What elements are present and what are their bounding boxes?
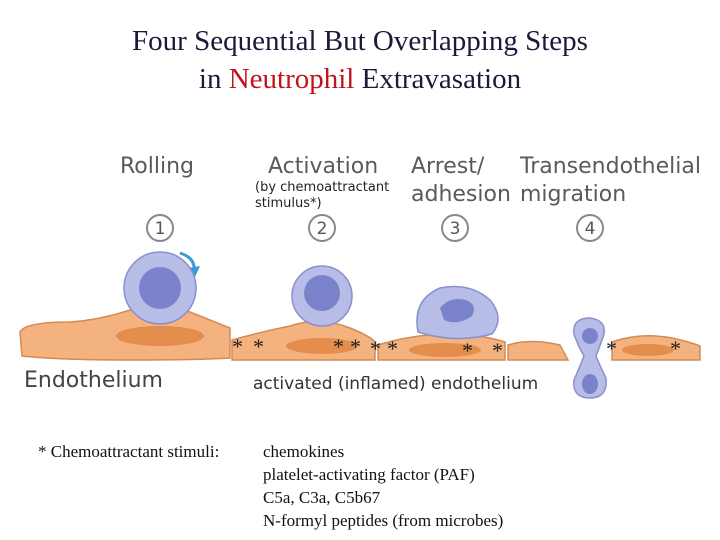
footnote-item: chemokines xyxy=(263,442,345,461)
asterisk-1: * xyxy=(232,334,243,359)
footnote: * Chemoattractant stimuli: chemokines pl… xyxy=(38,440,503,530)
endothelial-nucleus-right xyxy=(622,344,674,356)
asterisk-10: * xyxy=(670,336,681,361)
step-2-note: (by chemoattractant stimulus*) xyxy=(255,180,390,211)
title-line-2-pre: in xyxy=(198,63,229,95)
step-4-label-line-1: Transendothelial xyxy=(520,154,701,179)
neutrophil-arrest-nucleus xyxy=(440,299,474,323)
step-1-number: 1 xyxy=(155,219,166,239)
step-3-label-line-2: adhesion xyxy=(411,182,511,207)
title-line-2: in Neutrophil Extravasation xyxy=(0,60,720,98)
asterisk-9: * xyxy=(606,336,617,361)
asterisk-5: * xyxy=(370,336,381,361)
footnote-item: N-formyl peptides (from microbes) xyxy=(263,511,504,530)
endothelial-nucleus-mid2 xyxy=(409,343,481,357)
step-3-label-line-1: Arrest/ xyxy=(411,154,485,179)
title-line-2-post: Extravasation xyxy=(354,63,522,95)
activated-endothelium-label: activated (inflamed) endothelium xyxy=(253,374,539,394)
endothelium-label: Endothelium xyxy=(24,368,163,393)
page-title: Four Sequential But Overlapping Steps in… xyxy=(0,22,720,98)
footnote-item: C5a, C3a, C5b67 xyxy=(263,488,381,507)
title-highlight: Neutrophil xyxy=(228,63,355,95)
step-1-circle xyxy=(146,214,174,242)
endothelial-nucleus-mid xyxy=(286,338,358,354)
neutrophil-rolling-nucleus xyxy=(139,267,181,309)
step-3-circle xyxy=(441,214,469,242)
endothelial-nucleus-left xyxy=(116,326,204,346)
neutrophil-transmigrating xyxy=(573,317,607,399)
step-4-label-line-2: migration xyxy=(520,182,627,207)
asterisk-3: * xyxy=(333,334,344,359)
neutrophil-transmigrating-nucleus-top xyxy=(582,328,598,344)
footnote-heading: * Chemoattractant stimuli: xyxy=(38,442,220,461)
step-3-number: 3 xyxy=(450,219,461,239)
asterisk-6: * xyxy=(387,336,398,361)
neutrophil-activation-nucleus xyxy=(304,275,340,311)
asterisk-2: * xyxy=(253,334,264,359)
neutrophil-transmigrating-nucleus-bottom xyxy=(582,374,598,394)
title-line-1: Four Sequential But Overlapping Steps xyxy=(132,25,588,57)
asterisk-4: * xyxy=(350,334,361,359)
step-4-circle xyxy=(576,214,604,242)
endothelial-cell-edge xyxy=(507,340,570,361)
asterisk-8: * xyxy=(492,338,503,363)
step-2-circle xyxy=(308,214,336,242)
footnote-item: platelet-activating factor (PAF) xyxy=(263,465,475,484)
footnote-list: chemokines platelet-activating factor (P… xyxy=(263,440,503,532)
step-2-label: Activation xyxy=(268,154,379,179)
asterisk-7: * xyxy=(462,338,473,363)
step-1-label: Rolling xyxy=(120,154,195,179)
step-2-number: 2 xyxy=(317,219,328,239)
step-4-number: 4 xyxy=(585,219,596,239)
